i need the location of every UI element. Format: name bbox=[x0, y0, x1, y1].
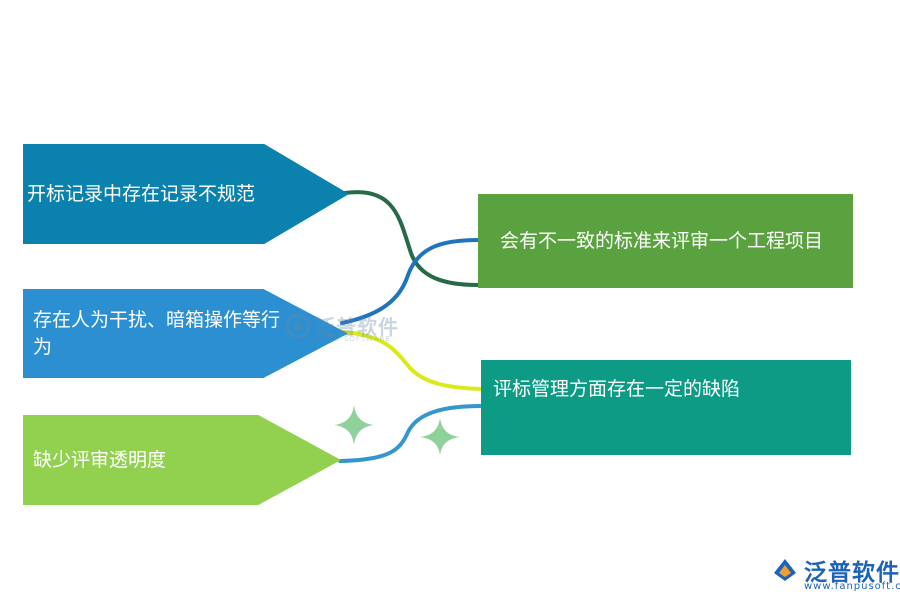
connector-cause2-effect2 bbox=[340, 330, 484, 391]
sparkle-right bbox=[420, 418, 460, 455]
watermark: 泛普软件 FANPU SOFTWARE bbox=[285, 311, 399, 343]
cause-label-3: 缺少评审透明度 bbox=[33, 448, 167, 471]
effect-label-1: 会有不一致的标准来评审一个工程项目 bbox=[500, 229, 824, 252]
watermark-subtext: FANPU SOFTWARE bbox=[313, 335, 391, 343]
brand-logo: 泛普软件 www.fanpusoft.com bbox=[770, 553, 900, 592]
watermark-logo-icon bbox=[285, 313, 311, 338]
brand-logo-url: www.fanpusoft.com bbox=[804, 581, 900, 592]
brand-logo-text: 泛普软件 bbox=[804, 560, 900, 586]
watermark-text: 泛普软件 bbox=[315, 315, 399, 339]
effect-box-1: 会有不一致的标准来评审一个工程项目 bbox=[478, 194, 853, 288]
effect-box-2: 评标管理方面存在一定的缺陷 bbox=[481, 360, 851, 455]
sparkle-left bbox=[334, 405, 374, 445]
cause-label-1: 开标记录中存在记录不规范 bbox=[27, 182, 256, 205]
connector-cause1-effect1 bbox=[343, 190, 480, 287]
cause-label-2: 存在人为干扰、暗箱操作等行为 bbox=[33, 308, 281, 358]
brand-logo-icon bbox=[774, 559, 796, 581]
connector-cause2-effect1 bbox=[340, 238, 480, 325]
connector-cause3-effect2 bbox=[338, 404, 484, 463]
effect-label-2: 评标管理方面存在一定的缺陷 bbox=[493, 378, 741, 400]
